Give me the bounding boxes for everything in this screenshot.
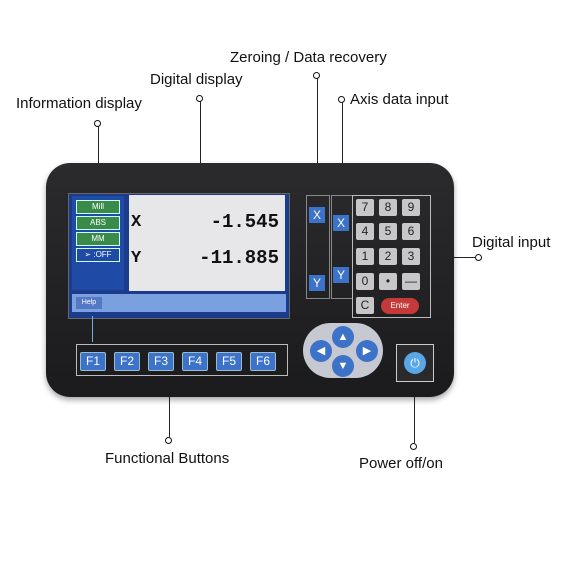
- key-1[interactable]: 1: [356, 248, 374, 265]
- zeroing-key-group: [306, 195, 330, 299]
- information-display-panel: Mill ABS MM ➢ :OFF: [72, 196, 124, 290]
- help-label: Help: [76, 297, 102, 309]
- help-bar: Help: [72, 294, 286, 312]
- callout-line: [200, 101, 201, 195]
- key-clear[interactable]: C: [356, 297, 374, 314]
- callout-line: [98, 126, 99, 196]
- callout-dot: [165, 437, 172, 444]
- f3-button[interactable]: F3: [148, 352, 174, 371]
- f4-button[interactable]: F4: [182, 352, 208, 371]
- key-4[interactable]: 4: [356, 223, 374, 240]
- digital-display-panel: X -1.545 Y -11.885: [129, 195, 285, 291]
- axis-input-key-group: [331, 195, 353, 299]
- f5-button[interactable]: F5: [216, 352, 242, 371]
- callout-line: [342, 102, 343, 194]
- axis-y-value: -11.885: [199, 247, 279, 269]
- callout-dot: [338, 96, 345, 103]
- label-axis-data-input: Axis data input: [350, 91, 449, 108]
- callout-dot: [94, 120, 101, 127]
- info-mode-abs: ABS: [76, 216, 120, 230]
- key-2[interactable]: 2: [379, 248, 397, 265]
- key-3[interactable]: 3: [402, 248, 420, 265]
- key-minus[interactable]: —: [402, 273, 420, 290]
- axis-x-value: -1.545: [210, 211, 279, 233]
- power-button-housing: ⏻: [396, 344, 434, 382]
- f6-button[interactable]: F6: [250, 352, 276, 371]
- info-status-off: ➢ :OFF: [76, 248, 120, 262]
- help-link-line: [92, 316, 93, 342]
- function-key-group: [76, 344, 288, 376]
- callout-line: [317, 78, 318, 198]
- info-unit-mm: MM: [76, 232, 120, 246]
- label-information-display: Information display: [16, 95, 142, 112]
- key-5[interactable]: 5: [379, 223, 397, 240]
- key-0[interactable]: 0: [356, 273, 374, 290]
- callout-dot: [196, 95, 203, 102]
- arrow-up-icon[interactable]: ▲: [332, 326, 354, 348]
- key-7[interactable]: 7: [356, 199, 374, 216]
- callout-dot: [475, 254, 482, 261]
- key-decimal[interactable]: •: [379, 273, 397, 290]
- enter-button[interactable]: Enter: [381, 298, 419, 314]
- key-8[interactable]: 8: [379, 199, 397, 216]
- axis-y-name: Y: [131, 249, 142, 268]
- label-zeroing: Zeroing / Data recovery: [230, 49, 387, 66]
- arrow-left-icon[interactable]: ◀: [310, 340, 332, 362]
- zero-y-button[interactable]: Y: [309, 275, 325, 291]
- callout-line: [414, 380, 415, 443]
- key-9[interactable]: 9: [402, 199, 420, 216]
- info-mode-mill: Mill: [76, 200, 120, 214]
- label-digital-input: Digital input: [472, 234, 551, 251]
- arrow-down-icon[interactable]: ▼: [332, 355, 354, 377]
- power-icon[interactable]: ⏻: [404, 352, 426, 374]
- key-6[interactable]: 6: [402, 223, 420, 240]
- callout-dot: [313, 72, 320, 79]
- label-power: Power off/on: [359, 455, 443, 472]
- f2-button[interactable]: F2: [114, 352, 140, 371]
- axis-x-button[interactable]: X: [333, 215, 349, 231]
- numeric-keypad: [352, 195, 431, 318]
- label-functional-buttons: Functional Buttons: [105, 450, 230, 467]
- callout-line: [169, 374, 170, 437]
- axis-y-button[interactable]: Y: [333, 267, 349, 283]
- axis-x-name: X: [131, 213, 142, 232]
- arrow-right-icon[interactable]: ▶: [356, 340, 378, 362]
- label-digital-display: Digital display: [150, 71, 243, 88]
- f1-button[interactable]: F1: [80, 352, 106, 371]
- callout-dot: [410, 443, 417, 450]
- zero-x-button[interactable]: X: [309, 207, 325, 223]
